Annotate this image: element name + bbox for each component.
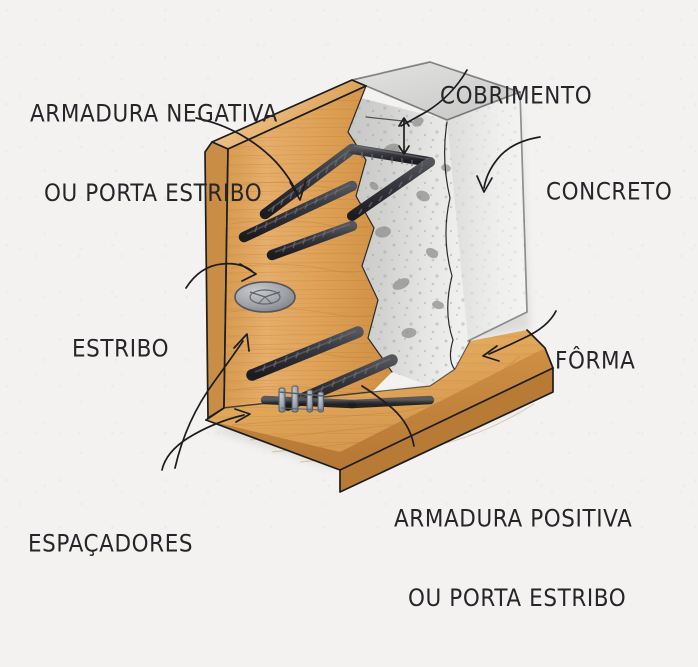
label-armadura-negativa-line2: OU PORTA ESTRIBO: [44, 180, 263, 208]
estribo-inferior: [260, 395, 435, 409]
label-espacadores: ESPAÇADORES: [28, 478, 193, 612]
label-cobrimento: COBRIMENTO: [440, 30, 592, 164]
label-armadura-negativa: ARMADURA NEGATIVA OU PORTA ESTRIBO: [30, 48, 278, 262]
label-concreto: CONCRETO: [546, 126, 672, 260]
label-cobrimento-line1: COBRIMENTO: [440, 82, 593, 110]
concreto-massa: [348, 61, 528, 386]
label-espacadores-line1: ESPAÇADORES: [28, 530, 194, 558]
leader-lines: [161, 69, 557, 471]
leader-estribo: [185, 262, 257, 289]
label-armadura-positiva-line2: OU PORTA ESTRIBO: [408, 585, 627, 613]
label-armadura-positiva: ARMADURA POSITIVA OU PORTA ESTRIBO: [394, 453, 632, 667]
leader-cobrimento: [400, 69, 468, 127]
label-estribo-line1: ESTRIBO: [72, 335, 170, 363]
label-forma: FÔRMA: [555, 295, 636, 429]
diagram-canvas: ARMADURA NEGATIVA OU PORTA ESTRIBO COBRI…: [0, 0, 698, 613]
label-armadura-negativa-line1: ARMADURA NEGATIVA: [30, 100, 278, 128]
espacador-roda[interactable]: [234, 277, 296, 317]
illustration: [161, 61, 557, 493]
leader-armadura-negativa: [195, 117, 307, 201]
label-armadura-positiva-line1: ARMADURA POSITIVA: [394, 505, 633, 533]
label-forma-line1: FÔRMA: [555, 347, 636, 375]
armadura-negativa-barras: [238, 180, 358, 261]
armadura-positiva-barras: [246, 326, 398, 411]
leader-espacadores: [161, 333, 251, 471]
leader-forma: [482, 310, 557, 362]
leader-concreto: [476, 136, 541, 193]
leader-armadura-positiva: [361, 385, 415, 447]
label-concreto-line1: CONCRETO: [546, 178, 673, 206]
espacador-cadeirinha[interactable]: [278, 385, 325, 413]
label-estribo: ESTRIBO: [72, 283, 169, 417]
